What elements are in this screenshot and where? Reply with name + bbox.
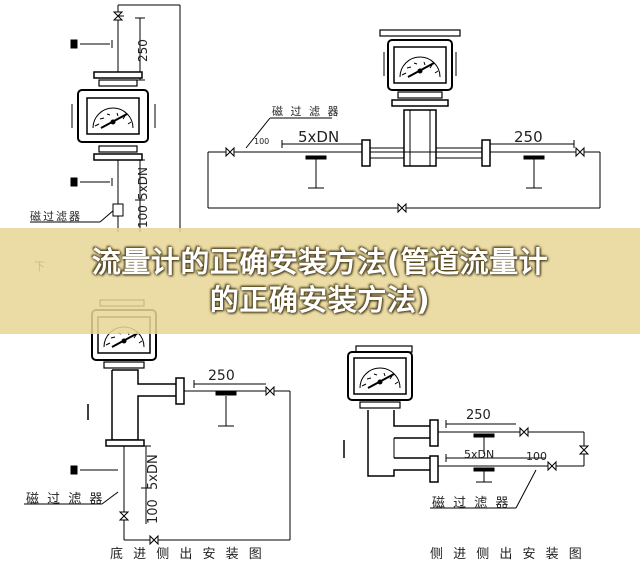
dim-250-vertical: 250 [136, 39, 150, 62]
bottom-right-diagram [343, 345, 590, 509]
dim-100-bottom-left: 100 [146, 499, 161, 524]
dim-5xdn-vertical: 5xDN [136, 167, 150, 200]
caption-bottom-in-side-out: 底 进 侧 出 安 装 图 [110, 547, 265, 562]
banner-title-line-1: 流量计的正确安装方法(管道流量计 [91, 245, 549, 279]
top-left-vertical-diagram [30, 4, 181, 232]
dim-5xdn: 5xDN [298, 128, 340, 146]
dim-100-small: 100 [254, 137, 270, 146]
filter-label-bottom-left: 磁 过 滤 器 [26, 492, 105, 507]
filter-label-top-right: 磁 过 滤 器 [272, 105, 341, 118]
dim-100-bottom-right: 100 [526, 450, 547, 463]
filter-label-top-left: 磁过滤器 [30, 210, 82, 223]
valve-icon [575, 146, 585, 158]
filter-label-bottom-right: 磁 过 滤 器 [432, 496, 511, 511]
valve-icon [225, 146, 235, 158]
top-right-horizontal-diagram [207, 29, 601, 214]
banner-title-line-2: 的正确安装方法) [209, 283, 431, 317]
valve-icon [112, 11, 124, 21]
dim-5xdn-bottom-right: 5xDN [464, 448, 495, 461]
dim-250: 250 [514, 128, 543, 146]
caption-side-in-side-out: 侧 进 侧 出 安 装 图 [430, 547, 585, 562]
dim-250-bottom-right: 250 [466, 408, 491, 423]
dim-100-vertical: 100 [136, 205, 150, 228]
title-banner: 流量计的正确安装方法(管道流量计 的正确安装方法) [0, 228, 640, 334]
dim-5xdn-bottom-left: 5xDN [146, 454, 161, 490]
dim-250-bottom-left: 250 [208, 368, 235, 384]
